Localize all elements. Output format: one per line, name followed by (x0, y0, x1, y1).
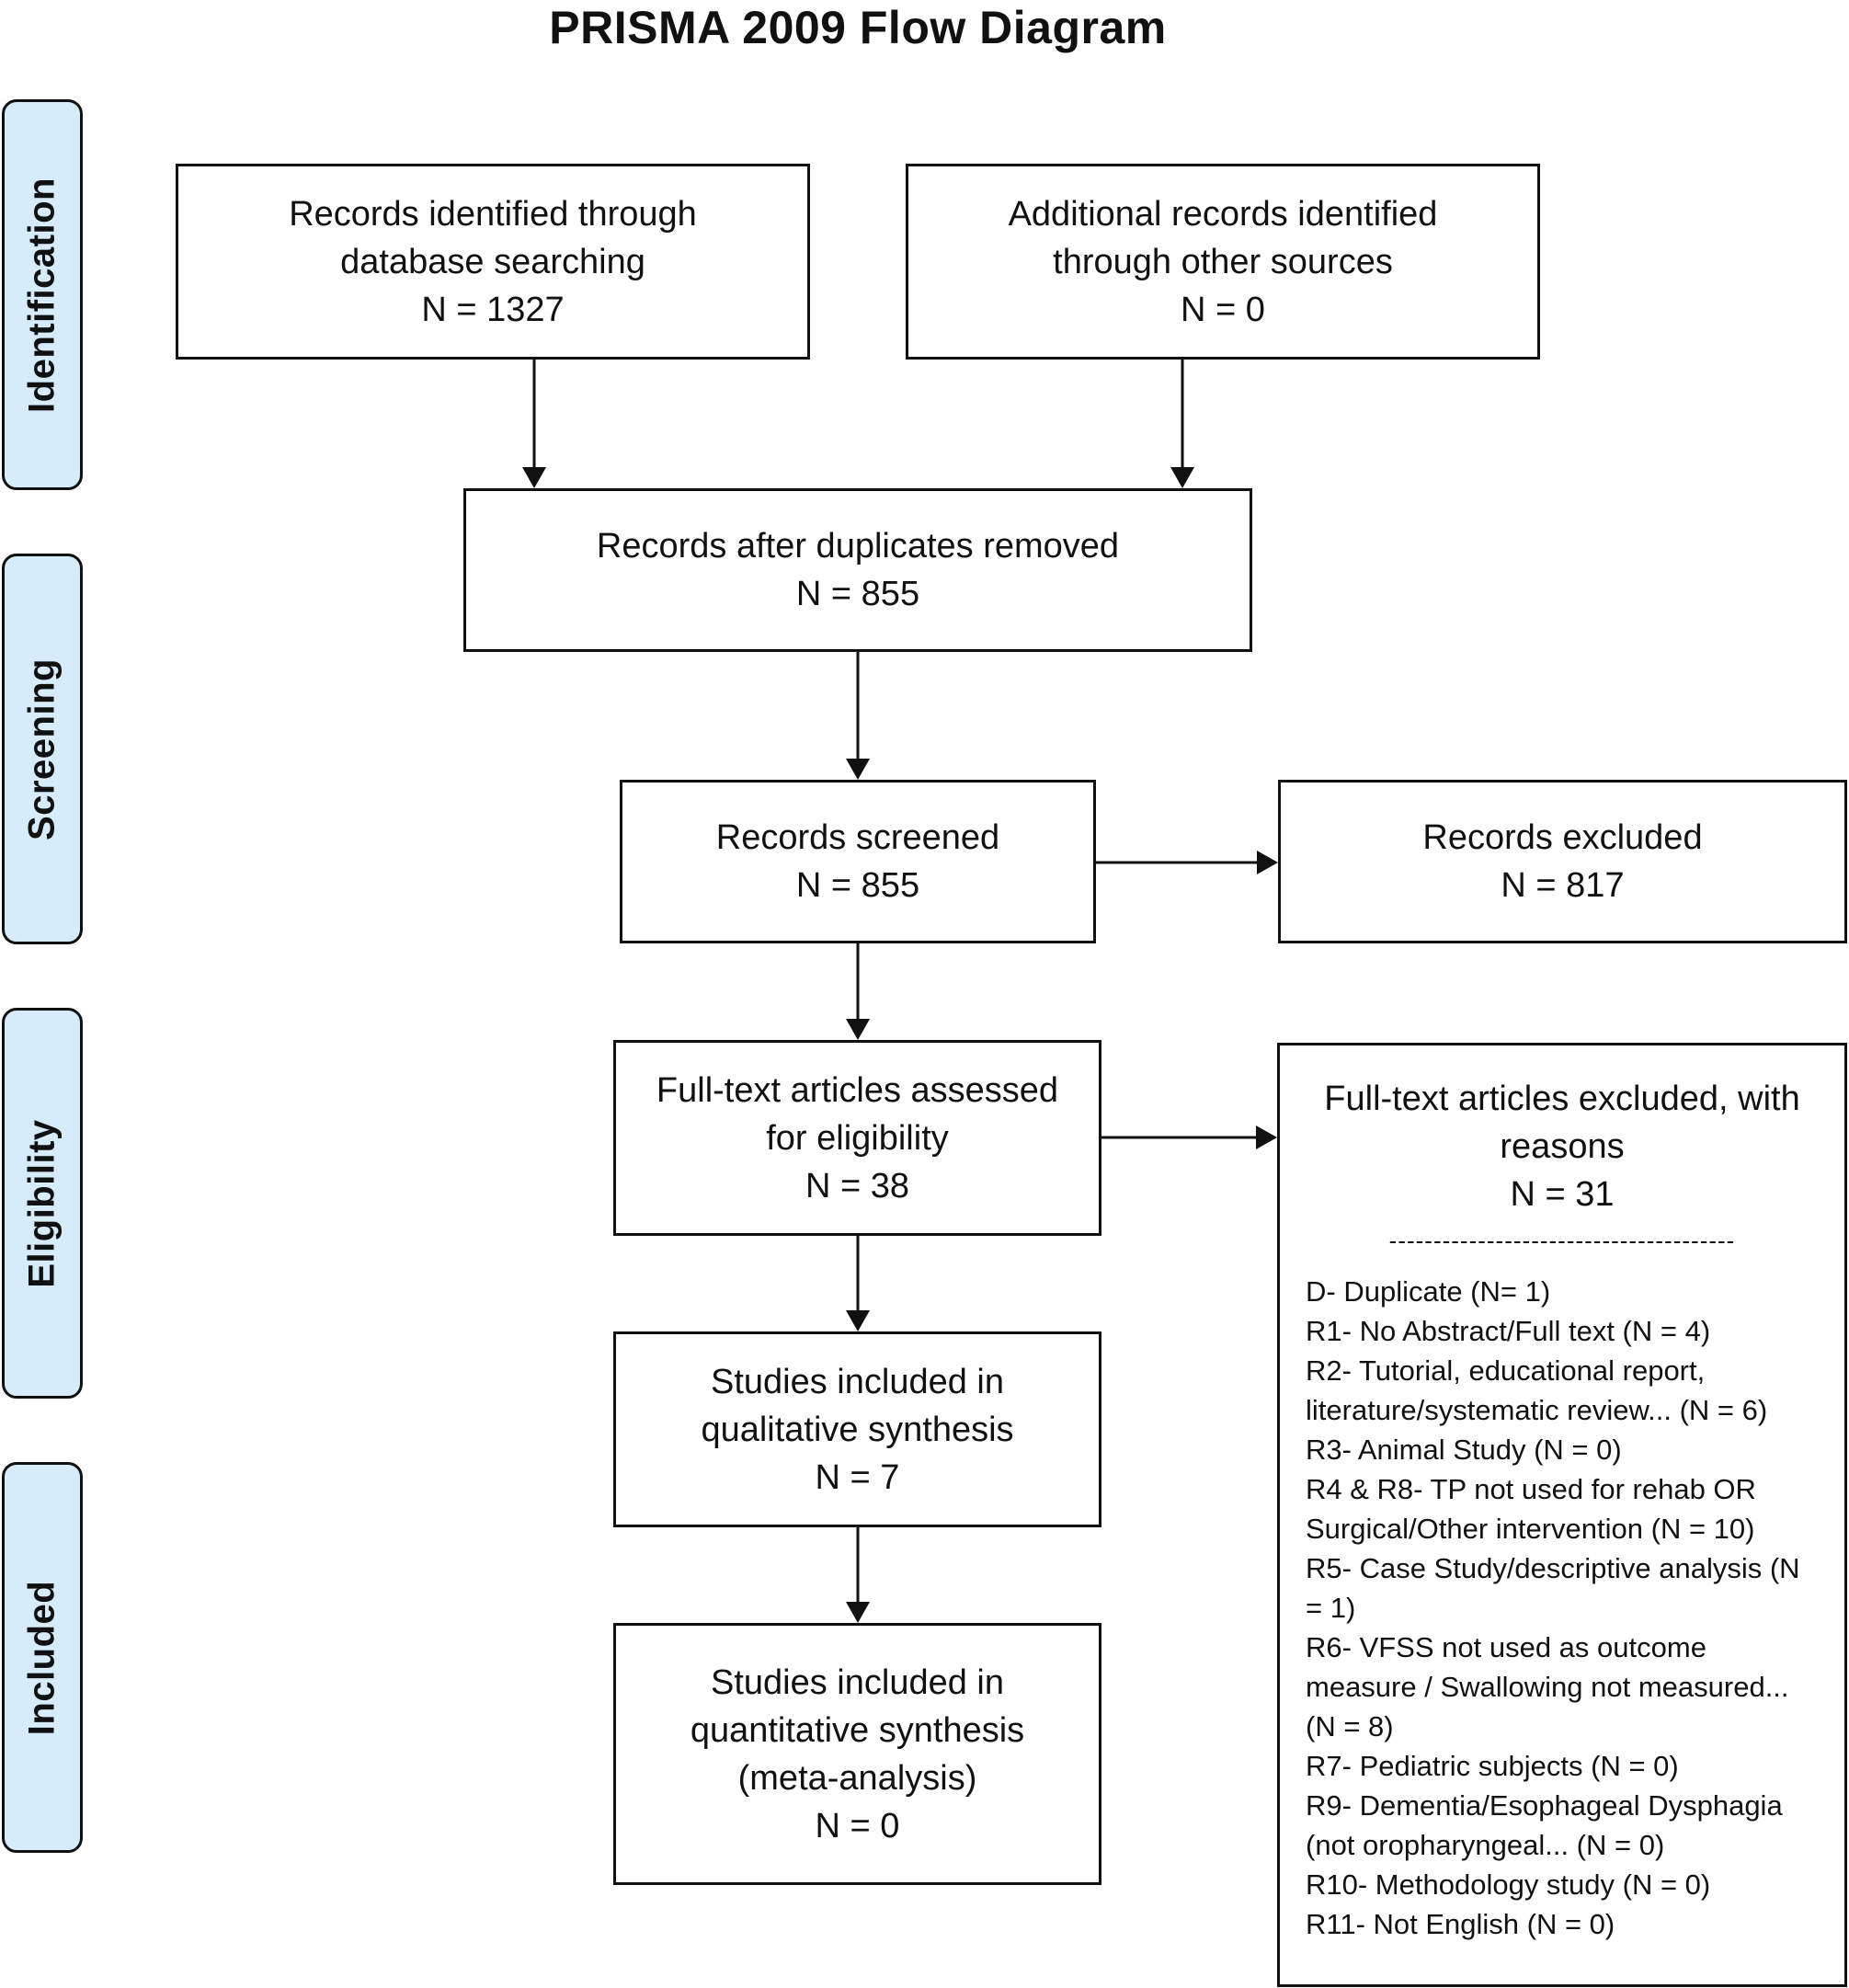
arrow-head (846, 1019, 870, 1040)
diagram-title: PRISMA 2009 Flow Diagram (549, 2, 1167, 53)
arrow-head (846, 1602, 870, 1623)
phase-screening-label: Screening (21, 657, 63, 840)
arrow-head (522, 467, 546, 488)
box-records-excluded: Records excluded N = 817 (1278, 780, 1847, 943)
box-other-sources-count: N = 0 (1181, 290, 1265, 329)
box-quantitative-line2: quantitative synthesis (690, 1710, 1025, 1750)
excluded-count: N = 31 (1510, 1175, 1615, 1214)
box-qualitative-synthesis: Studies included in qualitative synthesi… (613, 1331, 1101, 1527)
phase-screening: Screening (2, 554, 83, 944)
reason-line: R5- Case Study/descriptive analysis (N (1306, 1552, 1800, 1584)
box-quantitative-count: N = 0 (815, 1806, 900, 1845)
box-records-screened-count: N = 855 (795, 866, 920, 905)
phase-included-label: Included (21, 1580, 63, 1735)
excluded-header-line1: Full-text articles excluded, with (1324, 1080, 1800, 1118)
phase-identification: Identification (2, 99, 83, 490)
box-full-text-line1: Full-text articles assessed (656, 1070, 1059, 1110)
arrow-head (846, 1310, 870, 1331)
box-database-records: Records identified through database sear… (176, 164, 810, 360)
excluded-header-line2: reasons (1500, 1127, 1625, 1166)
reason-line: literature/systematic review... (N = 6) (1306, 1394, 1768, 1426)
box-full-text-count: N = 38 (805, 1166, 910, 1205)
phase-identification-label: Identification (21, 177, 63, 413)
reason-line: R1- No Abstract/Full text (N = 4) (1306, 1315, 1711, 1347)
box-after-duplicates: Records after duplicates removed N = 855 (463, 488, 1252, 652)
box-full-text-excluded: Full-text articles excluded, with reason… (1277, 1043, 1847, 1987)
arrow-head (846, 759, 870, 780)
reason-line: Surgical/Other intervention (N = 10) (1306, 1513, 1755, 1545)
reason-line: (not oropharyngeal... (N = 0) (1306, 1829, 1665, 1861)
box-records-excluded-line1: Records excluded (1422, 818, 1703, 857)
phase-included: Included (2, 1462, 83, 1853)
reason-line: R6- VFSS not used as outcome (1306, 1631, 1706, 1663)
box-other-sources-line2: through other sources (1053, 242, 1393, 281)
reason-line: R3- Animal Study (N = 0) (1306, 1434, 1622, 1466)
excluded-separator: --------------------------------------- (1388, 1227, 1736, 1254)
box-qualitative-count: N = 7 (815, 1457, 900, 1497)
reason-line: R11- Not English (N = 0) (1306, 1908, 1615, 1940)
box-records-screened: Records screened N = 855 (620, 780, 1096, 943)
box-after-duplicates-line1: Records after duplicates removed (596, 527, 1120, 566)
box-database-line2: database searching (340, 242, 645, 281)
reason-line: R9- Dementia/Esophageal Dysphagia (1306, 1789, 1783, 1822)
box-other-sources: Additional records identified through ot… (906, 164, 1540, 360)
reason-line: R2- Tutorial, educational report, (1306, 1354, 1706, 1387)
reason-line: R10- Methodology study (N = 0) (1306, 1868, 1711, 1901)
reason-line: R7- Pediatric subjects (N = 0) (1306, 1750, 1679, 1782)
box-database-line1: Records identified through (289, 194, 697, 234)
box-quantitative-synthesis: Studies included in quantitative synthes… (613, 1623, 1101, 1885)
arrow-head (1170, 467, 1194, 488)
phase-eligibility: Eligibility (2, 1008, 83, 1399)
reason-line: measure / Swallowing not measured... (1306, 1671, 1789, 1703)
box-database-count: N = 1327 (421, 290, 565, 329)
exclusion-reasons-list: D- Duplicate (N= 1) R1- No Abstract/Full… (1306, 1272, 1828, 1944)
box-full-text-line2: for eligibility (766, 1118, 949, 1158)
reason-line: (N = 8) (1306, 1710, 1394, 1742)
box-other-sources-line1: Additional records identified (1008, 194, 1438, 234)
phase-eligibility-label: Eligibility (21, 1118, 63, 1288)
arrow-head (1256, 1125, 1277, 1149)
box-after-duplicates-count: N = 855 (795, 575, 920, 613)
reason-line: R4 & R8- TP not used for rehab OR (1306, 1473, 1756, 1505)
box-qualitative-line2: qualitative synthesis (701, 1410, 1014, 1449)
arrow-head (1257, 851, 1278, 874)
reason-line: = 1) (1306, 1592, 1356, 1624)
box-quantitative-line1: Studies included in (711, 1662, 1004, 1702)
box-qualitative-line1: Studies included in (711, 1362, 1004, 1401)
box-records-screened-line1: Records screened (715, 818, 1000, 857)
box-records-excluded-count: N = 817 (1501, 866, 1625, 905)
box-full-text-assessed: Full-text articles assessed for eligibil… (613, 1040, 1101, 1236)
reason-line: D- Duplicate (N= 1) (1306, 1275, 1551, 1308)
box-quantitative-line3: (meta-analysis) (737, 1758, 977, 1798)
excluded-header: Full-text articles excluded, with reason… (1280, 1075, 1844, 1218)
